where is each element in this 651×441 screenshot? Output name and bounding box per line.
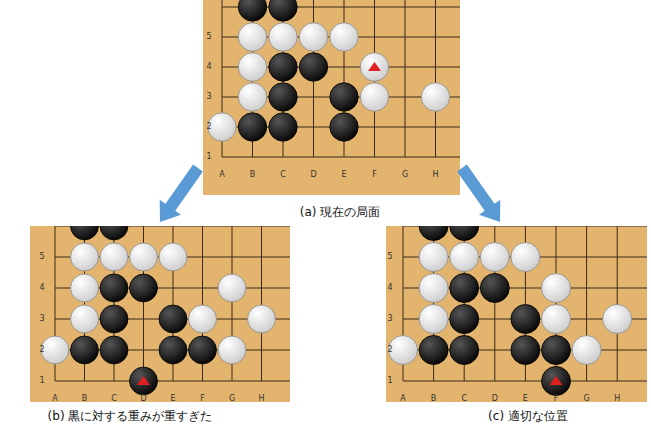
row-number: 1 xyxy=(39,377,44,385)
row-number: 4 xyxy=(387,284,392,292)
row-number: 1 xyxy=(206,153,211,161)
board-caption: (c) 適切な位置 xyxy=(488,410,568,422)
coordinate-letter: A xyxy=(400,395,405,403)
coordinate-letter: E xyxy=(170,395,175,403)
row-number: 3 xyxy=(387,315,392,323)
coordinate-letter: F xyxy=(372,171,377,179)
coordinate-letter: D xyxy=(492,395,498,403)
coordinate-letter: F xyxy=(200,395,205,403)
coordinate-letter: F xyxy=(554,395,559,403)
coordinate-letter: D xyxy=(140,395,146,403)
coordinate-letter: B xyxy=(431,395,437,403)
coordinate-letter: C xyxy=(280,171,286,179)
row-number: 5 xyxy=(387,253,392,261)
coordinate-letter: E xyxy=(341,171,346,179)
board-caption: (a) 現在の局面 xyxy=(300,206,381,218)
coordinate-letter: B xyxy=(82,395,88,403)
row-number: 3 xyxy=(39,315,44,323)
row-number: 3 xyxy=(206,93,211,101)
board-caption: (b) 黒に対する重みが重すぎた xyxy=(48,410,213,422)
coordinate-letter: G xyxy=(583,395,589,403)
coordinate-letter: D xyxy=(310,171,316,179)
coordinate-letter: G xyxy=(402,171,408,179)
row-number: 2 xyxy=(387,346,392,354)
row-number: 2 xyxy=(39,346,44,354)
coordinate-letter: C xyxy=(111,395,117,403)
coordinate-letter: C xyxy=(461,395,467,403)
row-number: 5 xyxy=(39,253,44,261)
coordinate-letter: H xyxy=(614,395,620,403)
coordinate-letter: A xyxy=(219,171,224,179)
row-number: 5 xyxy=(206,33,211,41)
row-number: 1 xyxy=(387,377,392,385)
row-number: 4 xyxy=(206,63,211,71)
coordinate-letter: H xyxy=(258,395,264,403)
row-number: 4 xyxy=(39,284,44,292)
coordinate-letter: H xyxy=(432,171,438,179)
coordinate-letter: E xyxy=(523,395,528,403)
coordinate-letter: B xyxy=(250,171,256,179)
row-number: 2 xyxy=(206,123,211,131)
coordinate-letter: A xyxy=(52,395,57,403)
coordinate-letter: G xyxy=(229,395,235,403)
